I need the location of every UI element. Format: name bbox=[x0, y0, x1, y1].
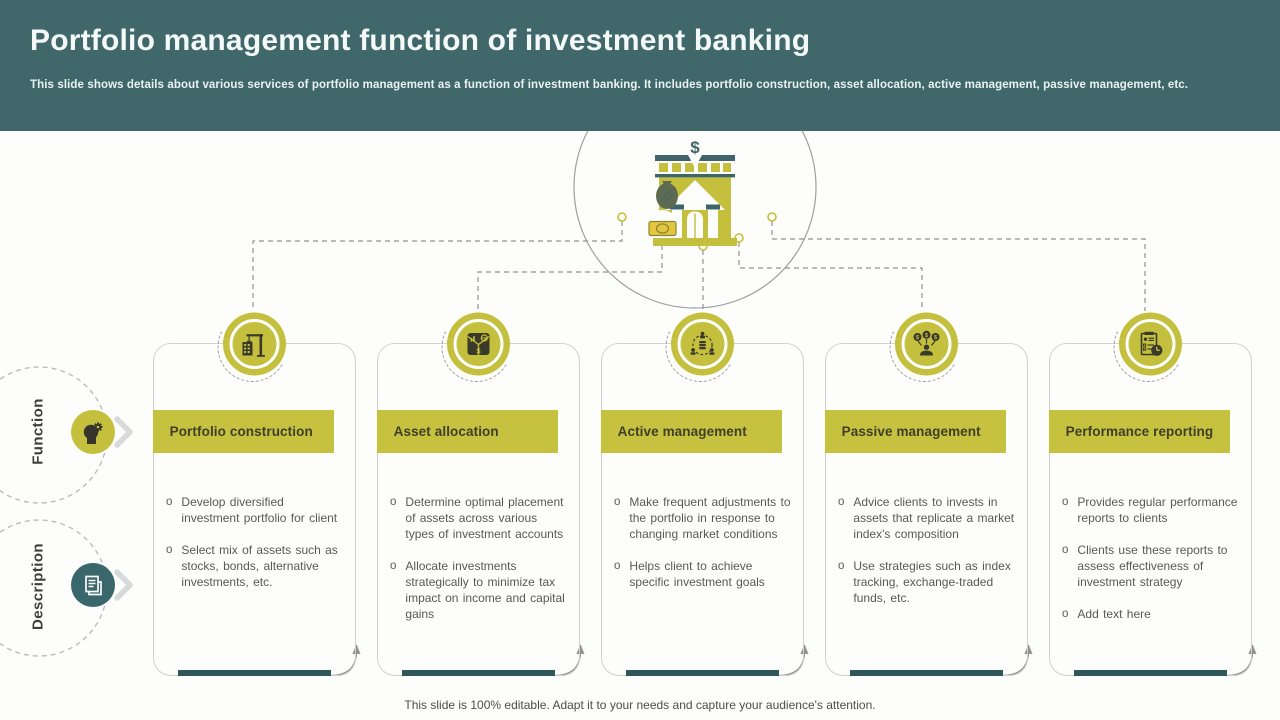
page-subtitle: This slide shows details about various s… bbox=[30, 79, 1189, 91]
function-card-3: Active management o Make frequent adjustm… bbox=[600, 302, 804, 676]
card-bullet-list: o Advice clients to invests in assets tha… bbox=[838, 494, 1018, 622]
chevron-right-icon bbox=[114, 416, 133, 601]
svg-text:$: $ bbox=[690, 138, 700, 157]
side-label-description: Description bbox=[29, 543, 47, 630]
bullet-marker: o bbox=[838, 560, 845, 572]
bullet-item: o Helps client to achieve specific invest… bbox=[614, 558, 794, 590]
bullet-text: Make frequent adjustments to the portfol… bbox=[629, 495, 791, 541]
function-card-2: Asset allocation o Determine optimal plac… bbox=[376, 302, 580, 676]
bullet-text: Provides regular performance reports to … bbox=[1077, 495, 1238, 525]
bullet-item: o Determine optimal placement of assets a… bbox=[390, 494, 570, 542]
bullet-marker: o bbox=[1062, 496, 1069, 508]
bullet-marker: o bbox=[390, 560, 397, 572]
bullet-text: Determine optimal placement of assets ac… bbox=[405, 495, 564, 541]
page-title: Portfolio management function of investm… bbox=[30, 24, 811, 57]
bullet-item: o Provides regular performance reports to… bbox=[1062, 494, 1242, 526]
active-management-icon bbox=[688, 330, 716, 358]
bullet-item: o Add text here bbox=[1062, 606, 1242, 622]
bullet-marker: o bbox=[614, 560, 621, 572]
bullet-item: o Develop diversified investment portfoli… bbox=[166, 494, 346, 526]
bullet-text: Add text here bbox=[1077, 607, 1151, 621]
bullet-item: o Make frequent adjustments to the portfo… bbox=[614, 494, 794, 542]
slide-footnote: This slide is 100% editable. Adapt it to… bbox=[404, 698, 876, 712]
card-title-bar: Passive management bbox=[824, 410, 1006, 453]
card-underline-bar bbox=[626, 670, 779, 676]
asset-allocation-icon bbox=[464, 330, 492, 358]
bullet-item: o Clients use these reports to assess eff… bbox=[1062, 542, 1242, 590]
bullet-marker: o bbox=[614, 496, 621, 508]
bullet-text: Allocate investments strategically to mi… bbox=[405, 559, 565, 621]
card-title: Performance reporting bbox=[1065, 424, 1214, 439]
bullet-text: Clients use these reports to assess effe… bbox=[1077, 543, 1228, 589]
side-label-function: Function bbox=[29, 398, 47, 465]
card-title: Active management bbox=[617, 424, 747, 439]
bullet-marker: o bbox=[390, 496, 397, 508]
function-card-4: Passive management o Advice clients to in… bbox=[824, 302, 1028, 676]
slide-header: Portfolio management function of investm… bbox=[0, 0, 1280, 131]
bullet-marker: o bbox=[838, 496, 845, 508]
bullet-marker: o bbox=[166, 544, 173, 556]
card-title-bar: Active management bbox=[600, 410, 782, 453]
card-title: Passive management bbox=[841, 424, 981, 439]
description-badge bbox=[71, 563, 115, 607]
card-underline-bar bbox=[850, 670, 1003, 676]
bullet-text: Advice clients to invests in assets that… bbox=[853, 495, 1015, 541]
card-title-bar: Portfolio construction bbox=[152, 410, 334, 453]
card-bullet-list: o Determine optimal placement of assets a… bbox=[390, 494, 570, 638]
card-underline-bar bbox=[402, 670, 555, 676]
bullet-marker: o bbox=[166, 496, 173, 508]
bank-icon: $ bbox=[644, 138, 737, 246]
construction-crane-icon bbox=[240, 330, 268, 358]
card-underline-bar bbox=[1074, 670, 1227, 676]
card-bullet-list: o Develop diversified investment portfoli… bbox=[166, 494, 346, 606]
bullet-text: Develop diversified investment portfolio… bbox=[181, 495, 338, 525]
bullet-text: Select mix of assets such as stocks, bon… bbox=[181, 543, 338, 589]
bullet-item: o Select mix of assets such as stocks, bo… bbox=[166, 542, 346, 590]
card-bullet-list: o Provides regular performance reports to… bbox=[1062, 494, 1242, 638]
bullet-marker: o bbox=[1062, 608, 1069, 620]
bullet-text: Use strategies such as index tracking, e… bbox=[853, 559, 1011, 605]
bullet-item: o Allocate investments strategically to m… bbox=[390, 558, 570, 622]
card-title-bar: Asset allocation bbox=[376, 410, 558, 453]
head-gear-icon bbox=[83, 422, 102, 444]
card-title: Asset allocation bbox=[393, 424, 499, 439]
passive-management-icon bbox=[912, 330, 940, 358]
function-badge bbox=[71, 410, 115, 454]
bullet-item: o Use strategies such as index tracking, … bbox=[838, 558, 1018, 606]
dashed-connectors bbox=[252, 221, 1146, 311]
card-underline-bar bbox=[178, 670, 331, 676]
card-title: Portfolio construction bbox=[169, 424, 313, 439]
card-bullet-list: o Make frequent adjustments to the portfo… bbox=[614, 494, 794, 606]
bullet-text: Helps client to achieve specific investm… bbox=[629, 559, 765, 589]
bullet-item: o Advice clients to invests in assets tha… bbox=[838, 494, 1018, 542]
bullet-marker: o bbox=[1062, 544, 1069, 556]
report-icon bbox=[84, 575, 102, 595]
function-card-1: Portfolio construction o Develop diversif… bbox=[152, 302, 356, 676]
bank-halo-circle bbox=[573, 131, 817, 309]
performance-reporting-icon bbox=[1136, 330, 1164, 358]
function-card-5: Performance reporting o Provides regular … bbox=[1048, 302, 1252, 676]
card-title-bar: Performance reporting bbox=[1048, 410, 1230, 453]
